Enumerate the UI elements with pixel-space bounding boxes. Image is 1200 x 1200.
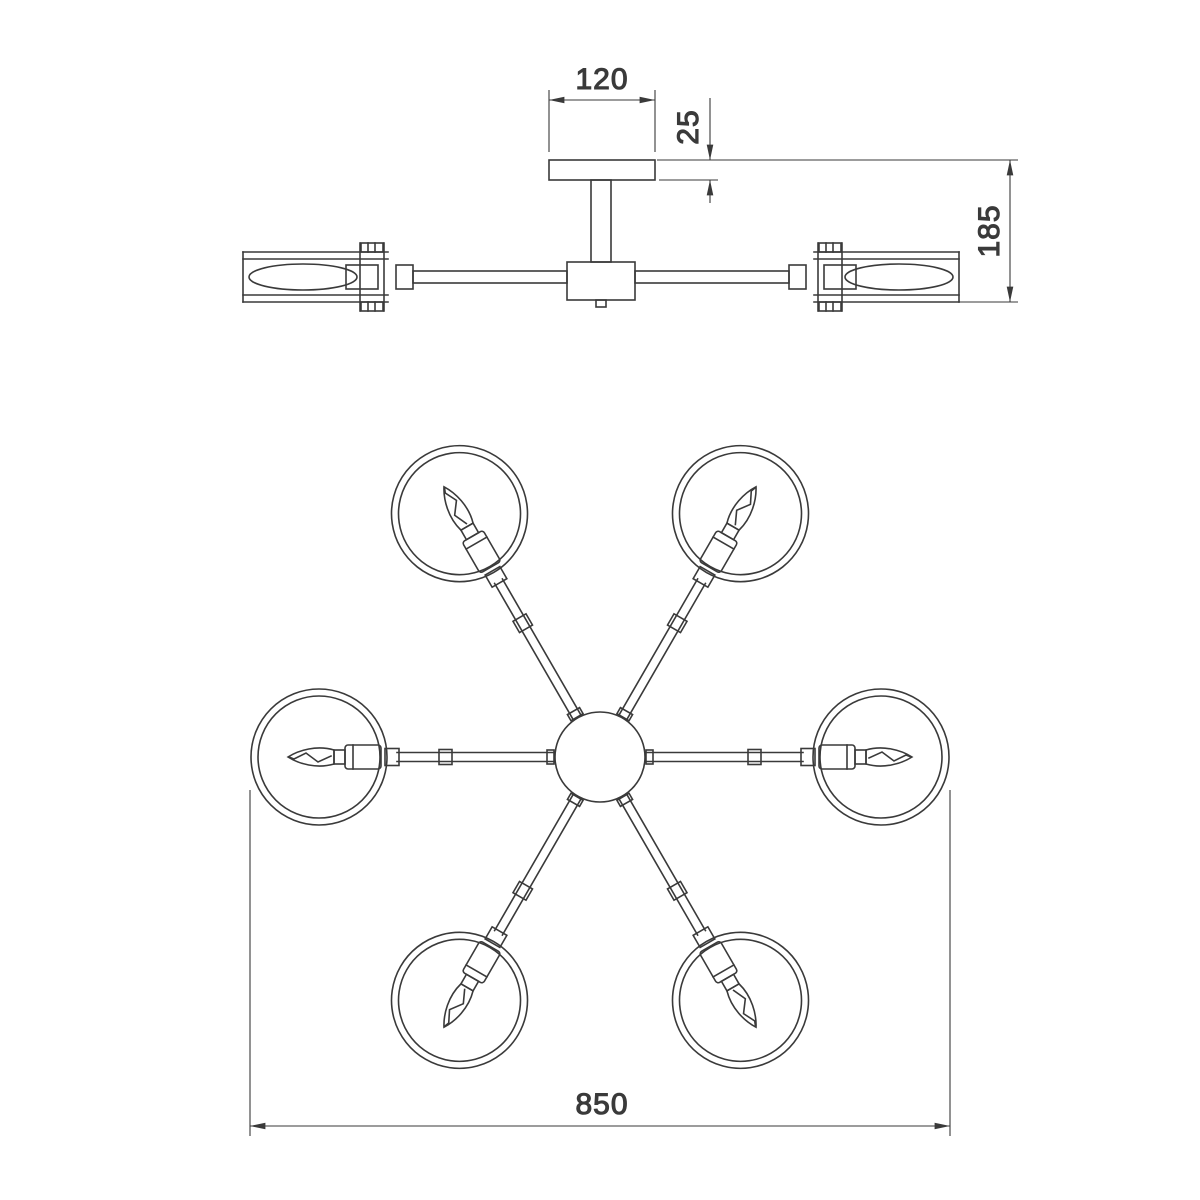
- dimension-canopy-height: 25: [659, 98, 718, 203]
- bulb-elevation: [844, 263, 954, 291]
- dimension-fixture-height: 185: [657, 159, 1018, 303]
- dimension-label-fixture-diameter: 850: [575, 1088, 628, 1121]
- shade-arm-left: [250, 688, 555, 826]
- bulb-elevation: [248, 263, 358, 291]
- plan-view: [250, 419, 950, 1095]
- stem: [590, 179, 612, 263]
- bracket-screw-bottom: [360, 301, 384, 312]
- ceiling-canopy: [548, 159, 656, 181]
- shade-arm-top-right: [563, 419, 835, 752]
- shade-left-elevation: [242, 242, 389, 312]
- arm-left-elevation: [412, 270, 568, 284]
- lamp-socket-elevation: [823, 264, 857, 290]
- shade-right-elevation: [813, 242, 960, 312]
- center-body-plan: [554, 711, 646, 803]
- hub-finial: [595, 299, 607, 308]
- bracket-screw-top: [818, 242, 842, 253]
- dimension-label-canopy-height: 25: [672, 109, 705, 144]
- elevation-view: [242, 159, 960, 312]
- center-hub: [566, 261, 636, 301]
- lamp-socket-elevation: [345, 264, 379, 290]
- shade-arm-top-left: [365, 419, 637, 752]
- arm-right-elevation: [634, 270, 790, 284]
- bracket-screw-top: [360, 242, 384, 253]
- shade-arm-bottom-left: [365, 762, 637, 1095]
- bracket-screw-bottom: [818, 301, 842, 312]
- dimension-label-fixture-height: 185: [973, 204, 1006, 257]
- dimension-fixture-diameter: 850: [249, 790, 951, 1136]
- dimension-canopy-width: 120: [548, 62, 656, 152]
- arm-left-connector: [395, 264, 414, 290]
- arm-right-connector: [788, 264, 807, 290]
- dimension-label-canopy-width: 120: [575, 63, 628, 96]
- shade-arm-right: [645, 688, 950, 826]
- shade-arm-bottom-right: [563, 762, 835, 1095]
